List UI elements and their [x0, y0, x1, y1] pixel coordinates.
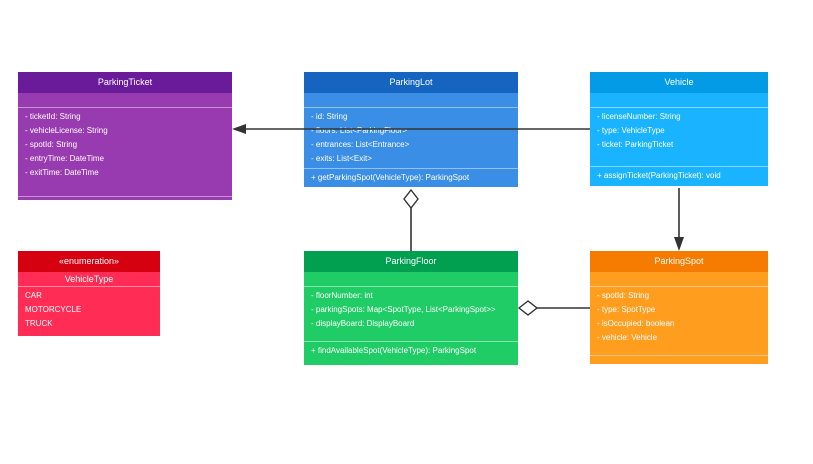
attribute: - displayBoard: DisplayBoard [311, 319, 415, 328]
attribute: - vehicleLicense: String [25, 126, 108, 135]
arrowhead-icon [232, 124, 246, 134]
methods: + findAvailableSpot(VehicleType): Parkin… [304, 342, 518, 360]
attribute: - ticketId: String [25, 112, 81, 121]
divider [590, 107, 768, 108]
divider [18, 107, 232, 108]
divider [590, 355, 768, 356]
attribute: - ticket: ParkingTicket [597, 140, 674, 149]
attribute: - floorNumber: int [311, 291, 373, 300]
class-title: ParkingTicket [18, 72, 232, 93]
enum-value: CAR [25, 291, 42, 300]
attribute: - exits: List<Exit> [311, 154, 372, 163]
attribute: - floors: List<ParkingFloor> [311, 126, 408, 135]
attribute: - spotId: String [25, 140, 78, 149]
divider [590, 286, 768, 287]
method: + getParkingSpot(VehicleType): ParkingSp… [311, 173, 470, 182]
class-title: Vehicle [590, 72, 768, 93]
class-title: ParkingLot [304, 72, 518, 93]
attribute: - exitTime: DateTime [25, 168, 99, 177]
divider [304, 107, 518, 108]
stereotype: «enumeration» [18, 251, 160, 272]
divider [18, 286, 160, 287]
methods: + assignTicket(ParkingTicket): void [590, 167, 768, 185]
attributes: - floorNumber: int - parkingSpots: Map<S… [304, 287, 518, 333]
attribute: - type: VehicleType [597, 126, 665, 135]
divider [18, 196, 232, 197]
attributes: - licenseNumber: String - type: VehicleT… [590, 108, 768, 154]
class-title: VehicleType [64, 274, 114, 284]
class-vehicle[interactable]: Vehicle - licenseNumber: String - type: … [590, 72, 768, 186]
aggregation-diamond-icon [517, 300, 539, 316]
enum-vehicle-type[interactable]: «enumeration» VehicleType CAR MOTORCYCLE… [18, 251, 160, 336]
divider [590, 166, 768, 167]
attribute: - spotId: String [597, 291, 650, 300]
attribute: - type: SpotType [597, 305, 656, 314]
attribute: - entrances: List<Entrance> [311, 140, 410, 149]
method: + assignTicket(ParkingTicket): void [597, 171, 721, 180]
enum-value: TRUCK [25, 319, 53, 328]
attribute: - licenseNumber: String [597, 112, 681, 121]
method: + findAvailableSpot(VehicleType): Parkin… [311, 346, 477, 355]
attribute: - parkingSpots: Map<SpotType, List<Parki… [311, 305, 496, 314]
attributes: - ticketId: String - vehicleLicense: Str… [18, 108, 232, 182]
arrowhead-icon [674, 237, 684, 251]
divider [304, 286, 518, 287]
attribute: - id: String [311, 112, 348, 121]
methods: + getParkingSpot(VehicleType): ParkingSp… [304, 169, 518, 187]
class-title: ParkingFloor [304, 251, 518, 272]
aggregation-diamond-icon [403, 188, 419, 210]
class-parking-floor[interactable]: ParkingFloor - floorNumber: int - parkin… [304, 251, 518, 365]
attributes: - spotId: String - type: SpotType - isOc… [590, 287, 768, 347]
attribute: - entryTime: DateTime [25, 154, 104, 163]
class-parking-ticket[interactable]: ParkingTicket - ticketId: String - vehic… [18, 72, 232, 200]
enum-value: MOTORCYCLE [25, 305, 82, 314]
class-title: ParkingSpot [590, 251, 768, 272]
attributes: - id: String - floors: List<ParkingFloor… [304, 108, 518, 168]
attribute: - isOccupied: boolean [597, 319, 675, 328]
divider [304, 341, 518, 342]
divider [304, 168, 518, 169]
class-parking-spot[interactable]: ParkingSpot - spotId: String - type: Spo… [590, 251, 768, 364]
enum-values: CAR MOTORCYCLE TRUCK [18, 287, 160, 333]
attribute: - vehicle: Vehicle [597, 333, 658, 342]
